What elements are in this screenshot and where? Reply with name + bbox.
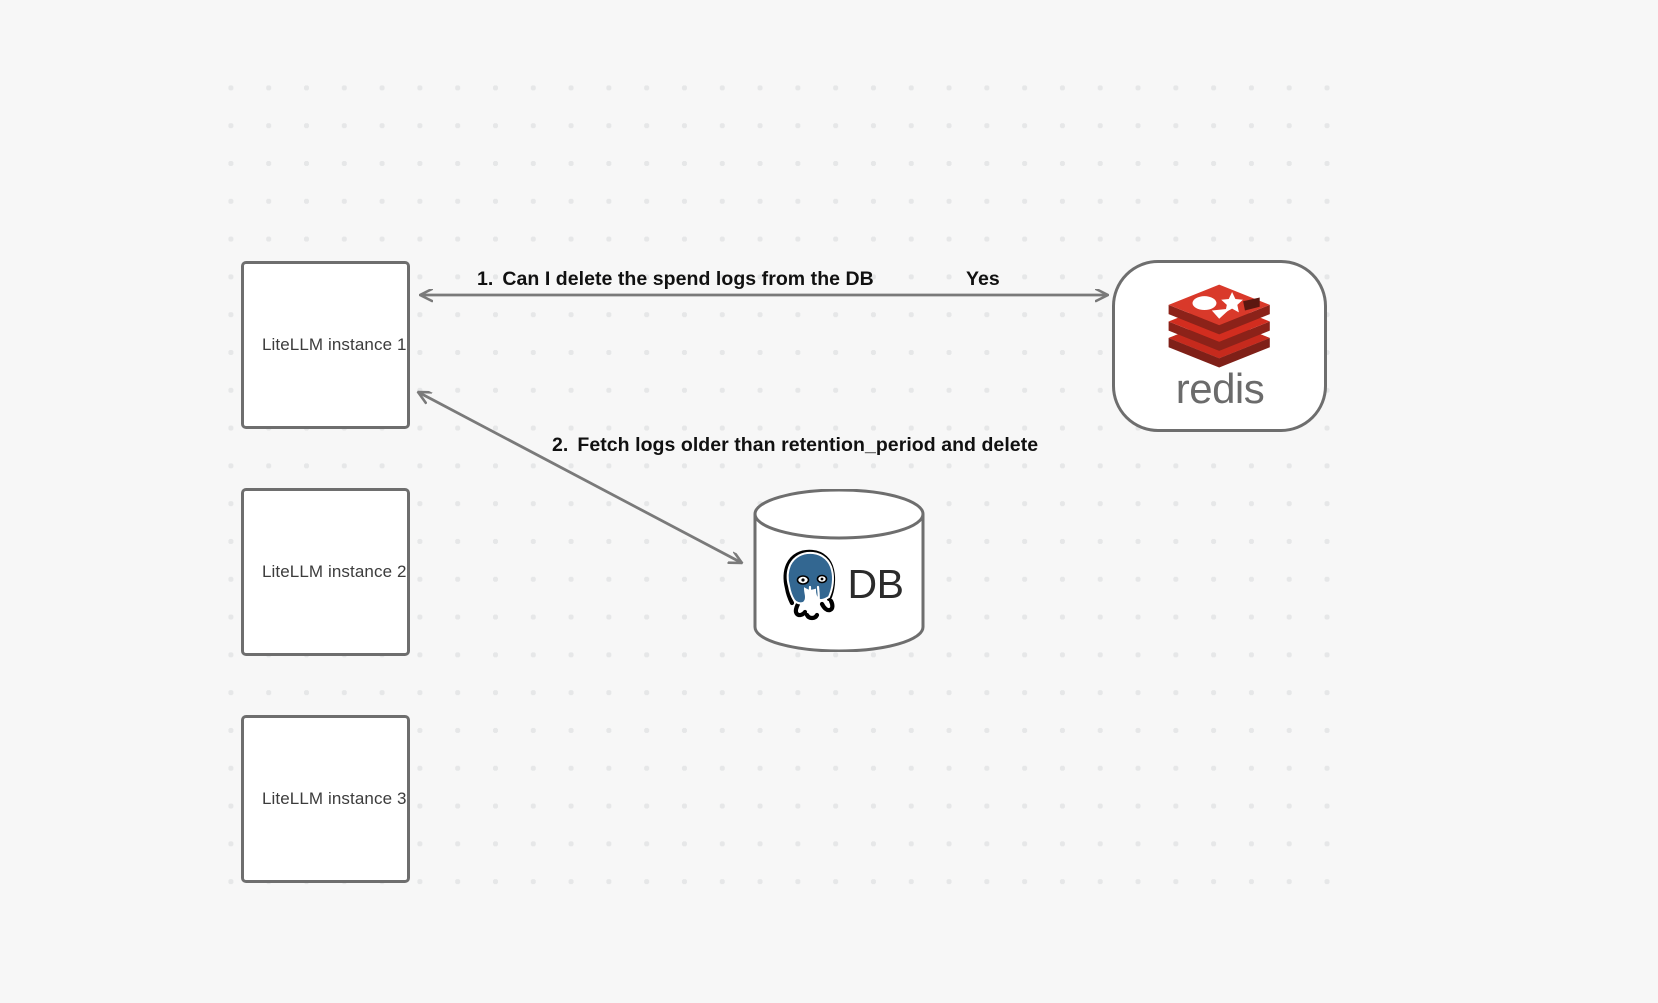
- edge-2-number: 2.: [552, 434, 569, 456]
- node-litellm-instance-3-label: LiteLLM instance 3: [262, 789, 407, 808]
- node-db[interactable]: DB: [752, 489, 926, 652]
- node-litellm-instance-2[interactable]: LiteLLM instance 2: [241, 488, 410, 656]
- edge-1-label: 1. Can I delete the spend logs from the D…: [477, 268, 874, 291]
- edge-2-label: 2. Fetch logs older than retention_period…: [552, 434, 1038, 457]
- postgresql-elephant-icon: [783, 549, 835, 621]
- svg-text:redis: redis: [1175, 365, 1264, 411]
- redis-logo: redis: [1168, 284, 1270, 411]
- node-litellm-instance-2-label: LiteLLM instance 2: [262, 562, 407, 581]
- edge-1-reply-label: Yes: [966, 268, 1000, 290]
- edge-1-text: Can I delete the spend logs from the DB: [502, 268, 874, 290]
- edge-1-number: 1.: [477, 268, 494, 290]
- node-litellm-instance-1-label: LiteLLM instance 1: [262, 335, 407, 354]
- db-label: DB: [847, 560, 904, 607]
- node-redis[interactable]: redis: [1112, 260, 1327, 432]
- db-logo-group: DB: [764, 541, 916, 627]
- edge-2-text: Fetch logs older than retention_period a…: [577, 434, 1039, 456]
- edge-litellm-1-to-db: [418, 392, 742, 563]
- node-litellm-instance-3[interactable]: LiteLLM instance 3: [241, 715, 410, 883]
- node-litellm-instance-1[interactable]: LiteLLM instance 1: [241, 261, 410, 429]
